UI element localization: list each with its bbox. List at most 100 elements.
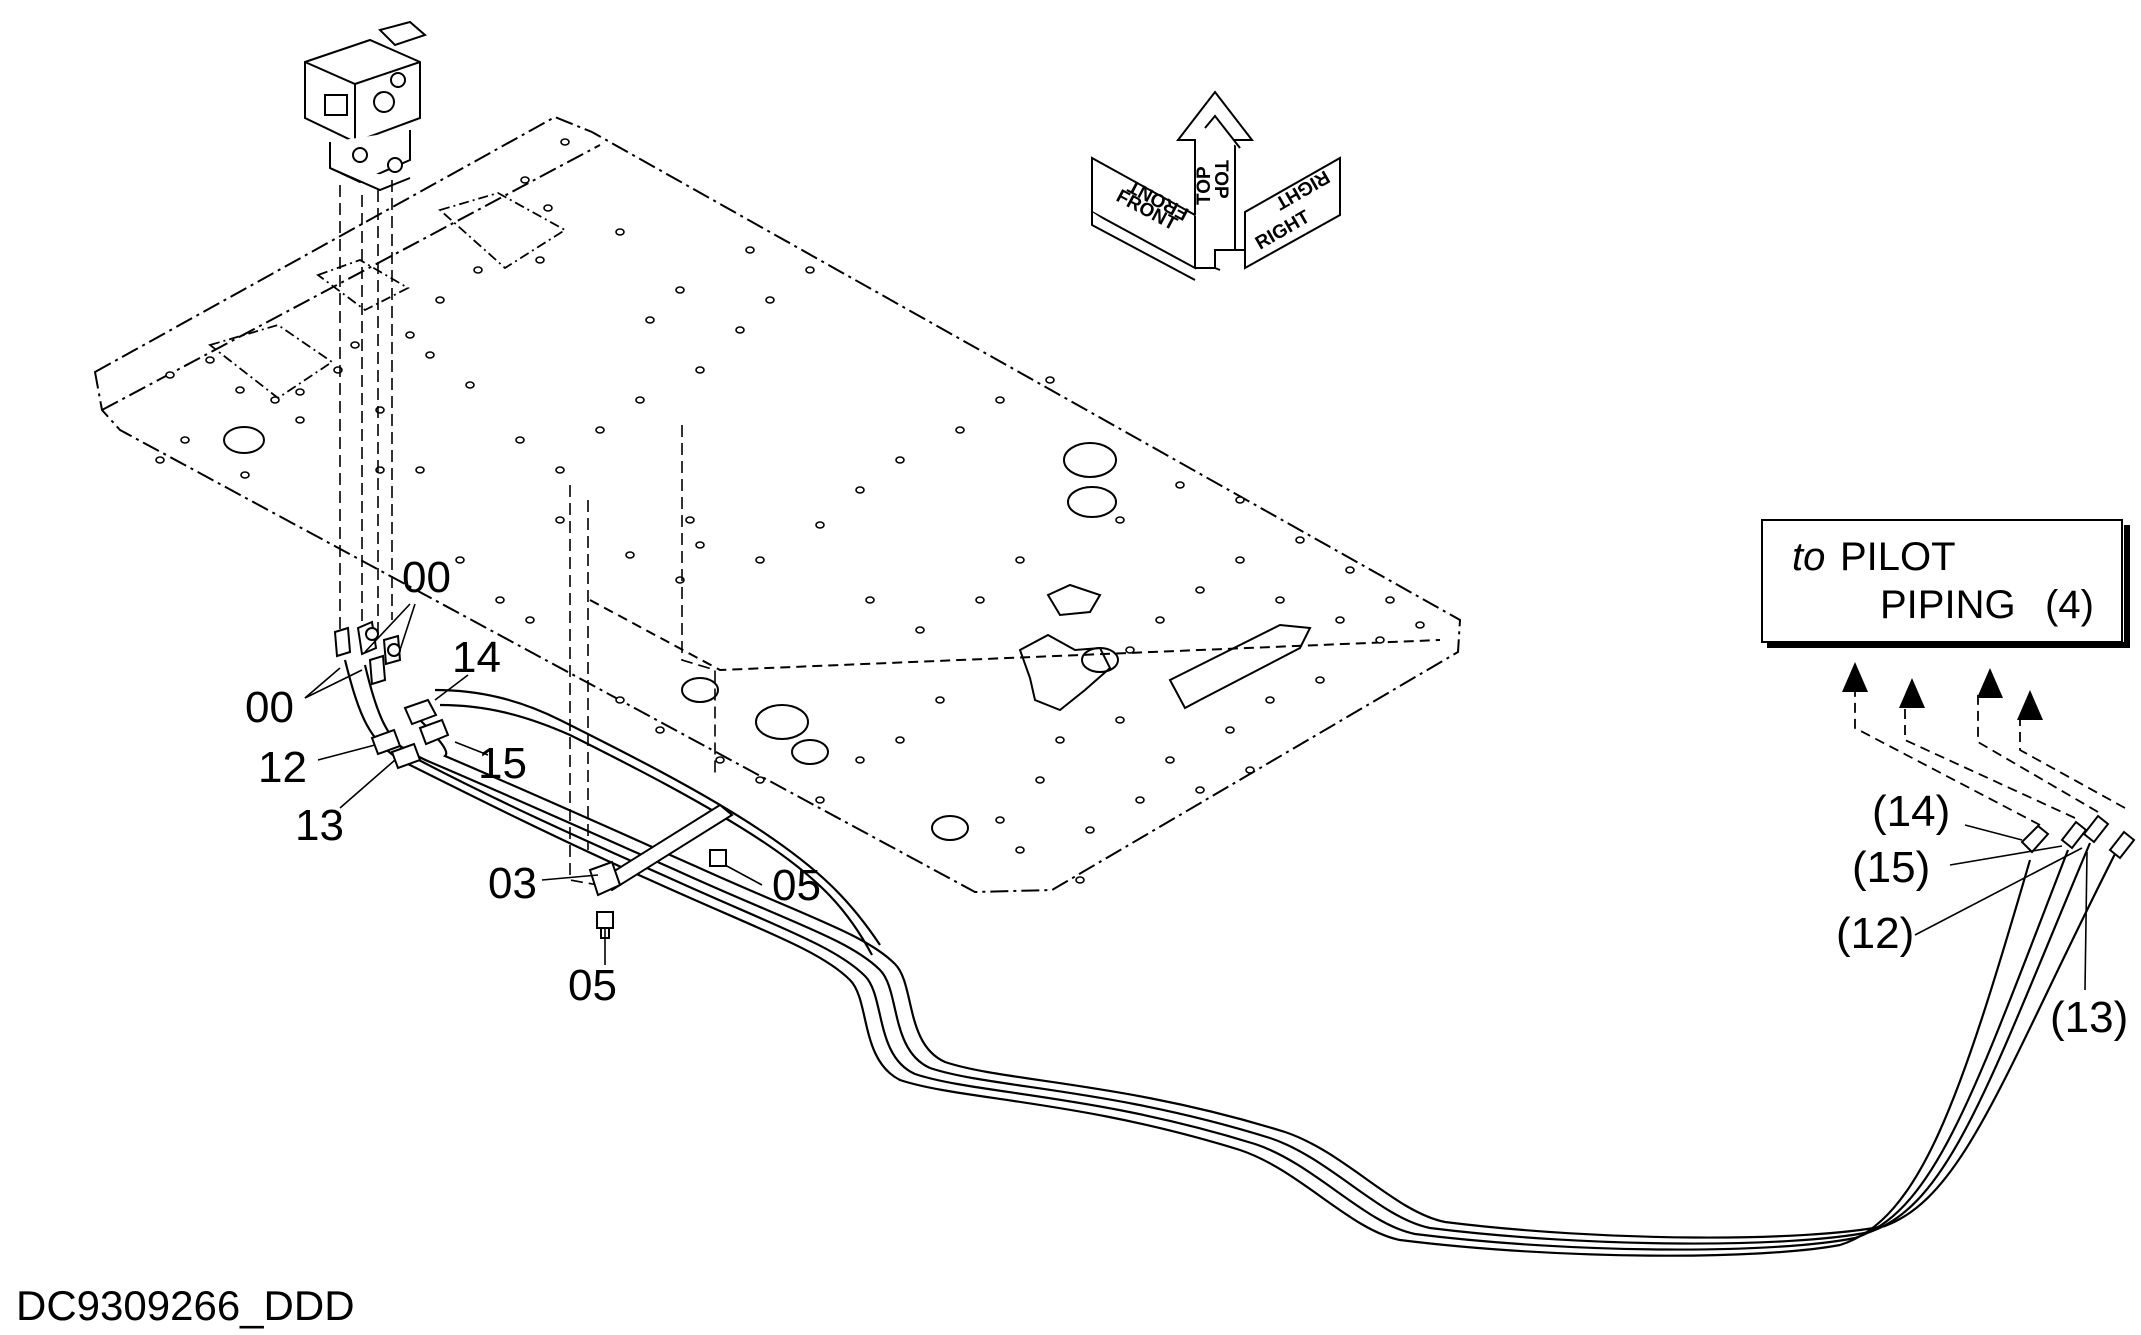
callout-hose-12: 12 xyxy=(258,743,307,792)
plate-hole xyxy=(755,556,765,564)
plate-hole xyxy=(1415,621,1425,629)
plate-hole xyxy=(1055,736,1065,744)
plate-hole xyxy=(560,138,570,146)
hose-bundle xyxy=(343,659,2119,1257)
plate-hole xyxy=(715,756,725,764)
plate-hole xyxy=(465,381,475,389)
plate-hole xyxy=(1385,596,1395,604)
callout-hose-15: 15 xyxy=(478,739,527,788)
plate-hole xyxy=(525,616,535,624)
plate-hole xyxy=(1245,766,1255,774)
plate-hole xyxy=(495,596,505,604)
plate-hole xyxy=(295,388,305,396)
plate-hole xyxy=(1195,786,1205,794)
plate-hole xyxy=(1235,556,1245,564)
plate-hole xyxy=(1125,646,1135,654)
plate-hole xyxy=(455,556,465,564)
plate-hole xyxy=(1275,596,1285,604)
plate-slots xyxy=(1018,583,1312,712)
end-ref-14: (14) xyxy=(1872,787,1950,836)
hose-end-fittings-right xyxy=(2020,814,2136,860)
plate-hole xyxy=(865,596,875,604)
plate-hole xyxy=(635,396,645,404)
plate-hole xyxy=(1085,826,1095,834)
plate-hole xyxy=(735,326,745,334)
plate-hole xyxy=(935,696,945,704)
plate-hole xyxy=(473,266,483,274)
plate-hole xyxy=(1075,876,1085,884)
plate-hole xyxy=(1225,726,1235,734)
plate-cutouts xyxy=(208,192,567,400)
plate-hole xyxy=(815,796,825,804)
callout-clamp-03: 03 xyxy=(488,859,537,908)
plate-hole xyxy=(655,726,665,734)
callout-hose-14: 14 xyxy=(452,633,501,682)
plate-hole xyxy=(695,366,705,374)
plate-hole xyxy=(1175,481,1185,489)
plate-hole xyxy=(555,516,565,524)
plate-hole xyxy=(915,626,925,634)
plate-hole xyxy=(615,228,625,236)
plate-hole xyxy=(1165,756,1175,764)
plate-hole xyxy=(895,736,905,744)
plate-hole xyxy=(515,436,525,444)
plate-hole xyxy=(815,521,825,529)
plate-hole xyxy=(675,286,685,294)
plate-hole xyxy=(995,816,1005,824)
plate-hole xyxy=(295,416,305,424)
destination-note-box xyxy=(1761,519,2130,648)
plate-hole xyxy=(235,386,245,394)
valve-leader-lines xyxy=(339,180,716,886)
plate-hole xyxy=(535,256,545,264)
plate-hole xyxy=(180,436,190,444)
plate-hole xyxy=(1295,536,1305,544)
plate-hole xyxy=(805,266,815,274)
callout-fitting-lower: 00 xyxy=(245,683,294,732)
callout-fitting-upper: 00 xyxy=(402,553,451,602)
plate-hole xyxy=(155,456,165,464)
plate-hole xyxy=(895,456,905,464)
destination-note-line1: PILOT xyxy=(1840,535,1956,579)
callout-bolt-05-right: 05 xyxy=(772,861,821,910)
plate-hole xyxy=(1135,796,1145,804)
plate-hole xyxy=(755,776,765,784)
plate-hole xyxy=(855,486,865,494)
plate-hole xyxy=(1335,616,1345,624)
end-ref-15: (15) xyxy=(1852,843,1930,892)
end-ref-13: (13) xyxy=(2050,993,2128,1042)
plate-hole xyxy=(1195,586,1205,594)
plate-hole xyxy=(645,316,655,324)
plate-hole xyxy=(520,176,530,184)
plate-hole xyxy=(425,351,435,359)
plate-hole xyxy=(1345,566,1355,574)
plate-holes-small xyxy=(155,138,1425,884)
plate-hole xyxy=(555,466,565,474)
end-ref-12: (12) xyxy=(1836,909,1914,958)
plate-hole xyxy=(855,756,865,764)
destination-note-ref: (4) xyxy=(2045,583,2094,627)
plate-hole xyxy=(975,596,985,604)
plate-hole xyxy=(350,341,360,349)
plate-hole xyxy=(1265,696,1275,704)
plate-hole xyxy=(745,246,755,254)
plate-hole xyxy=(765,296,775,304)
destination-note-prefix: to xyxy=(1792,535,1825,579)
callout-leaders xyxy=(304,603,2088,991)
plate-hole xyxy=(415,466,425,474)
pilot-route-arrows xyxy=(1842,662,2043,720)
plate-hole xyxy=(595,426,605,434)
plate-hole xyxy=(1115,716,1125,724)
plate-hole xyxy=(270,396,280,404)
plate-hole xyxy=(615,696,625,704)
plate-hole xyxy=(1045,376,1055,384)
plate-hole xyxy=(1015,846,1025,854)
plate-hole xyxy=(165,371,175,379)
plate-hole xyxy=(1115,516,1125,524)
plate-hole xyxy=(1315,676,1325,684)
clamp-bracket xyxy=(588,803,734,897)
plate-hole xyxy=(1235,496,1245,504)
callout-bolt-05-lower: 05 xyxy=(568,961,617,1010)
plate-hole xyxy=(685,516,695,524)
control-valve xyxy=(304,20,427,192)
